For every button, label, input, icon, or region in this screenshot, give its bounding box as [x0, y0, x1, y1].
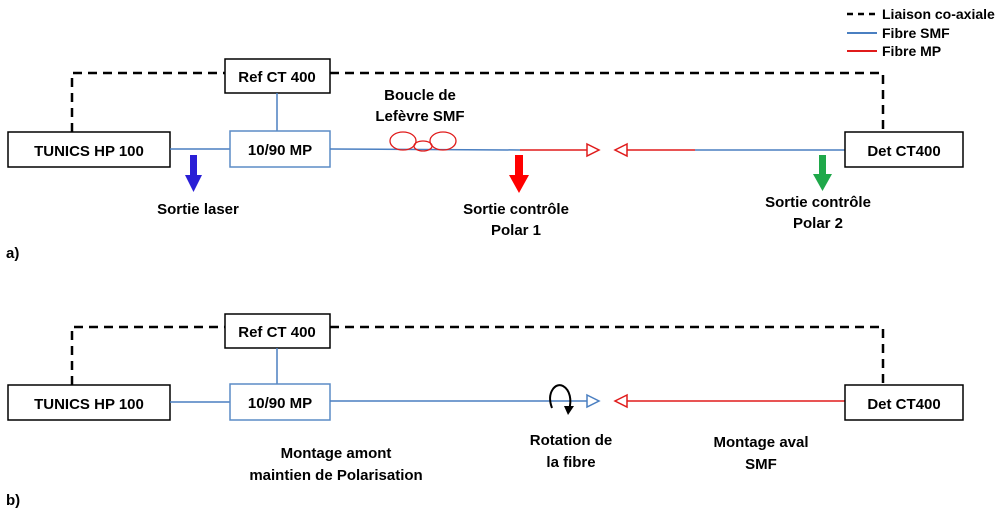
lefevre-loops	[389, 131, 457, 152]
coax-link-left	[70, 71, 225, 132]
laser-output-label: Sortie laser	[157, 201, 239, 218]
legend: Liaison co-axiale Fibre SMF Fibre MP	[847, 6, 995, 59]
detector-label: Det CT400	[867, 143, 940, 160]
ref-ct400-box	[224, 58, 331, 94]
ref-ct400-label-b: Ref CT 400	[238, 324, 316, 341]
tunics-source-box-b	[7, 384, 171, 421]
coupler-box	[229, 130, 331, 168]
detector-label-b: Det CT400	[867, 396, 940, 413]
downstream-label-line2: SMF	[745, 456, 777, 473]
connector-left-arrow-b	[613, 393, 628, 409]
rotation-label-line1: Rotation de	[530, 432, 613, 449]
legend-smf-label: Fibre SMF	[882, 25, 950, 41]
detector-box-b	[844, 384, 964, 421]
polar1-label-line2: Polar 1	[491, 222, 541, 239]
panel-label-b: b)	[6, 492, 20, 509]
diagram-a: Ref CT 400 TUNICS HP 100 10/90 MP Boucle…	[6, 58, 964, 262]
rotation-arrow-icon	[549, 384, 574, 415]
legend-coaxial-label: Liaison co-axiale	[882, 6, 995, 22]
tunics-source-label-b: TUNICS HP 100	[34, 396, 144, 413]
polar2-label-line2: Polar 2	[793, 215, 843, 232]
coupler-label-b: 10/90 MP	[248, 395, 312, 412]
detector-box	[844, 131, 964, 168]
connector-left-arrow	[613, 142, 628, 158]
rotation-label-line2: la fibre	[546, 454, 595, 471]
polar2-output-arrow	[813, 155, 832, 191]
polar1-label-line1: Sortie contrôle	[463, 201, 569, 218]
laser-output-arrow	[185, 155, 202, 192]
loop-label-line2: Lefèvre SMF	[375, 108, 464, 125]
coax-link-right	[330, 71, 885, 132]
ref-ct400-label: Ref CT 400	[238, 69, 316, 86]
coax-link-left-b	[70, 325, 225, 385]
loop-label-line1: Boucle de	[384, 87, 456, 104]
connector-right-arrow-b	[586, 393, 601, 409]
polar2-label-line1: Sortie contrôle	[765, 194, 871, 211]
coupler-label: 10/90 MP	[248, 142, 312, 159]
tunics-source-label: TUNICS HP 100	[34, 143, 144, 160]
ref-ct400-box-b	[224, 313, 331, 349]
smf-fiber-a	[329, 148, 521, 151]
upstream-label-line1: Montage amont	[281, 445, 392, 462]
upstream-label-line2: maintien de Polarisation	[249, 467, 422, 484]
coupler-box-b	[229, 383, 331, 421]
diagram-b: Ref CT 400 TUNICS HP 100 10/90 MP Det CT…	[6, 313, 964, 509]
polar1-output-arrow	[509, 155, 529, 193]
panel-label-a: a)	[6, 245, 19, 262]
downstream-label-line1: Montage aval	[713, 434, 808, 451]
connector-right-arrow	[586, 142, 601, 158]
coax-link-right-b	[330, 325, 885, 385]
legend-mp-label: Fibre MP	[882, 43, 941, 59]
